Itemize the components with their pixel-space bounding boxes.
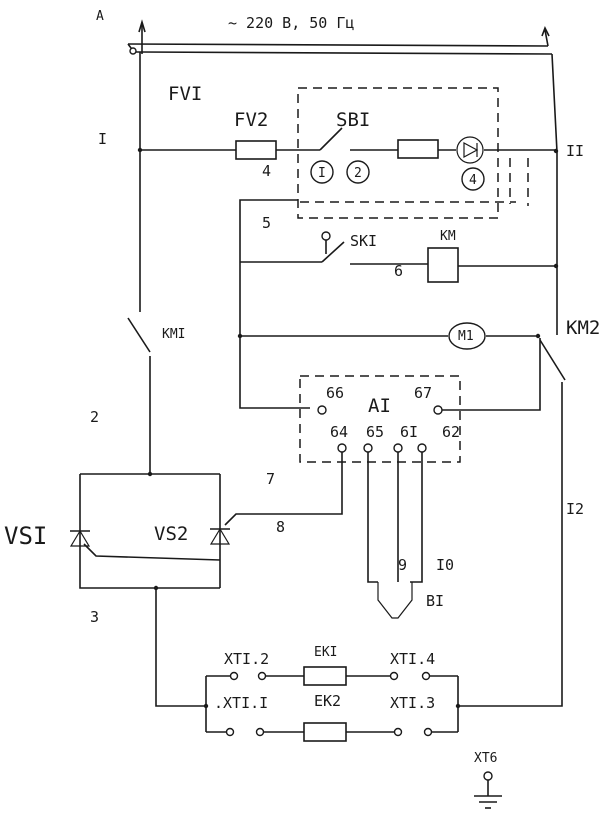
label-xt1-4: XTI.4 (390, 650, 435, 668)
control-line-sk1 (239, 199, 559, 409)
label-ek1: EKI (314, 645, 337, 660)
pin-65: 65 (366, 423, 384, 441)
label-xt1-2: XTI.2 (224, 650, 269, 668)
label-sb1-pos2: 2 (354, 166, 362, 181)
pin-66: 66 (326, 384, 344, 402)
wire-label-6: 6 (394, 262, 403, 280)
indicator-lamp-hl (461, 167, 485, 191)
pin-62: 62 (442, 423, 460, 441)
wire-label-12: I2 (566, 500, 584, 518)
sb1-position-1 (310, 160, 334, 184)
label-fv2: FV2 (234, 109, 268, 131)
pin-67: 67 (414, 384, 432, 402)
wire-label-10: I0 (436, 556, 454, 574)
diode-vd (456, 136, 484, 164)
heater-ek1 (303, 666, 347, 686)
wire-label-9: 9 (398, 556, 407, 574)
label-xt6: XT6 (474, 751, 497, 766)
wire-label-5: 5 (262, 214, 271, 232)
heater-ek2 (303, 722, 347, 742)
wire-label-8: 8 (276, 518, 285, 536)
label-km-coil: KM (440, 229, 456, 244)
pin-64: 64 (330, 423, 348, 441)
label-km2: KM2 (566, 317, 600, 339)
sensor-b1 (367, 452, 423, 619)
wire-label-3: 3 (90, 608, 99, 626)
supply-label: ~ 220 В, 50 Гц (228, 14, 354, 32)
contact-km1 (127, 317, 153, 477)
label-vs1: VSI (4, 522, 47, 550)
label-vs2: VS2 (154, 523, 188, 545)
resistor-r1 (397, 139, 439, 159)
corner-mark: A (96, 9, 104, 24)
heater-block (203, 666, 461, 742)
pin-61: 6I (400, 423, 418, 441)
ground-xt6 (474, 771, 502, 809)
label-xt1-3: XTI.3 (390, 694, 435, 712)
thyristor-block (69, 452, 343, 707)
control-line-1 (137, 87, 559, 219)
wire-label-2-right: II (566, 142, 584, 160)
wire-label-4: 4 (262, 162, 271, 180)
label-fv1: FVI (168, 83, 202, 105)
module-a1 (299, 375, 461, 463)
wire-label-2: 2 (90, 408, 99, 426)
sb1-position-2 (346, 160, 370, 184)
fuse-fv2 (235, 140, 277, 160)
label-xt1-1: .XTI.I (214, 694, 268, 712)
label-a1: AI (368, 395, 391, 417)
wire-label-7: 7 (266, 470, 275, 488)
label-lamp: 4 (469, 173, 477, 188)
label-km1: KMI (162, 327, 185, 342)
motor-line (237, 322, 541, 411)
label-sb1: SBI (336, 109, 370, 131)
supply-lines (127, 19, 566, 707)
motor-m1 (448, 322, 486, 350)
label-motor: M1 (458, 329, 474, 344)
label-ek2: EK2 (314, 692, 341, 710)
label-sk1: SKI (350, 232, 377, 250)
label-b1: BI (426, 592, 444, 610)
wire-label-1: I (98, 130, 107, 148)
label-sb1-pos1: I (318, 166, 326, 181)
relay-coil-km (427, 247, 459, 283)
